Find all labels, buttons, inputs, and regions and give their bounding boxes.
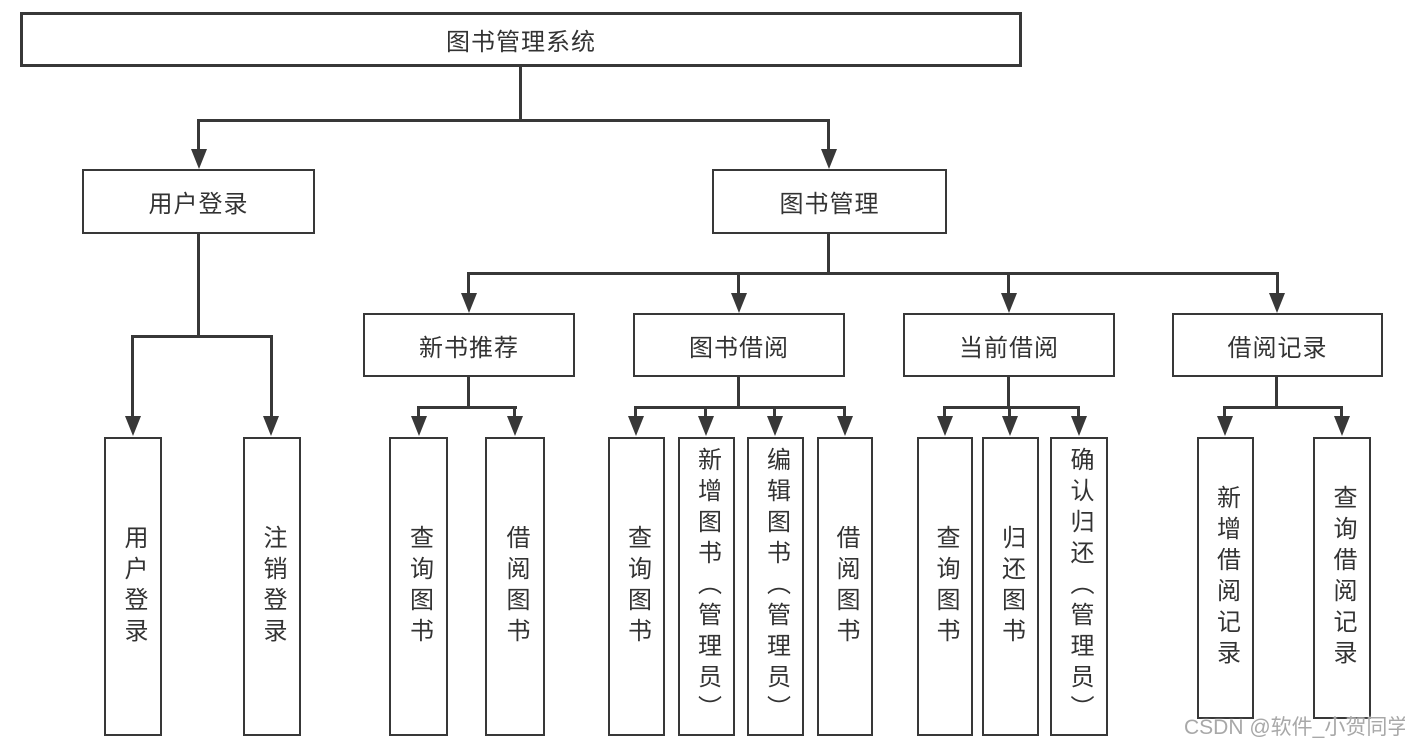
connector-leaf-arm [131, 335, 134, 417]
leaf-borrow-books-recommend: 借阅图书 [485, 437, 545, 736]
node-book-borrow-label: 图书借阅 [689, 334, 789, 362]
leaf-add-borrow-record-label: 新增借阅记录 [1212, 485, 1240, 671]
leaf-user-login-label: 用户登录 [120, 524, 147, 649]
connector-borrow-records-branch [1223, 406, 1343, 409]
leaf-confirm-return-admin-label: 确认归还（管理员） [1066, 447, 1093, 726]
leaf-edit-books-admin-label: 编辑图书（管理员） [762, 447, 790, 726]
node-new-book-recommend: 新书推荐 [363, 313, 575, 377]
arrow-down-icon [191, 149, 207, 169]
arrow-down-icon [1002, 416, 1018, 436]
arrow-down-icon [1334, 416, 1350, 436]
arrow-down-icon [628, 416, 644, 436]
arrow-down-icon [411, 416, 427, 436]
node-user-login: 用户登录 [82, 169, 315, 234]
connector-level3-arm [1007, 272, 1010, 294]
watermark-text: CSDN @软件_小贺同学 [1184, 716, 1405, 739]
connector-book-mgmt-branch [468, 272, 1279, 275]
arrow-down-icon [1269, 293, 1285, 313]
arrow-down-icon [937, 416, 953, 436]
arrow-down-icon [821, 149, 837, 169]
connector-book-mgmt-stem [827, 234, 830, 275]
leaf-query-borrow-record-label: 查询借阅记录 [1329, 485, 1356, 671]
leaf-query-borrow-record: 查询借阅记录 [1313, 437, 1371, 719]
connector-leaf-arm [943, 406, 946, 418]
leaf-logout-label: 注销登录 [259, 524, 286, 649]
arrow-down-icon [507, 416, 523, 436]
arrow-down-icon [125, 416, 141, 436]
connector-user-login-branch [132, 335, 273, 338]
node-borrow-records-label: 借阅记录 [1227, 334, 1328, 362]
node-current-borrow: 当前借阅 [903, 313, 1115, 377]
node-new-book-recommend-label: 新书推荐 [419, 334, 519, 362]
leaf-logout: 注销登录 [243, 437, 301, 736]
arrow-down-icon [767, 416, 783, 436]
connector-leaf-arm [417, 406, 420, 418]
connector-current-borrow-stem [1007, 377, 1010, 409]
connector-current-borrow-branch [943, 406, 1080, 409]
connector-leaf-arm [773, 406, 776, 418]
connector-leaf-arm [704, 406, 707, 418]
leaf-borrow-books: 借阅图书 [817, 437, 873, 736]
leaf-query-books-borrow-label: 查询图书 [623, 524, 651, 649]
leaf-edit-books-admin: 编辑图书（管理员） [747, 437, 804, 736]
leaf-query-books-recommend-label: 查询图书 [405, 524, 433, 649]
leaf-query-books-current: 查询图书 [917, 437, 973, 736]
connector-level3-arm [737, 272, 740, 294]
arrow-down-icon [1001, 293, 1017, 313]
connector-new-books-stem [467, 377, 470, 409]
node-user-login-label: 用户登录 [148, 191, 249, 218]
connector-leaf-arm [634, 406, 637, 418]
leaf-user-login: 用户登录 [104, 437, 162, 736]
leaf-return-books-label: 归还图书 [997, 524, 1025, 649]
connector-leaf-arm [1340, 406, 1343, 418]
leaf-borrow-books-recommend-label: 借阅图书 [502, 524, 529, 649]
connector-user-login-arm [197, 119, 200, 151]
connector-new-books-branch [417, 406, 517, 409]
leaf-return-books: 归还图书 [982, 437, 1039, 736]
leaf-confirm-return-admin: 确认归还（管理员） [1050, 437, 1108, 736]
arrow-down-icon [461, 293, 477, 313]
connector-root-branch [198, 119, 830, 122]
connector-leaf-arm [843, 406, 846, 418]
connector-book-borrow-stem [737, 377, 740, 409]
connector-leaf-arm [1008, 406, 1011, 418]
connector-level3-arm [1276, 272, 1279, 294]
connector-level3-arm [467, 272, 470, 294]
leaf-add-books-admin: 新增图书（管理员） [678, 437, 735, 736]
arrow-down-icon [1217, 416, 1233, 436]
connector-leaf-arm [1077, 406, 1080, 418]
node-root-label: 图书管理系统 [446, 29, 596, 56]
arrow-down-icon [1071, 416, 1087, 436]
arrow-down-icon [698, 416, 714, 436]
node-borrow-records: 借阅记录 [1172, 313, 1383, 377]
leaf-query-books-recommend: 查询图书 [389, 437, 448, 736]
connector-user-login-stem [197, 234, 200, 335]
connector-root-stem [519, 67, 522, 120]
connector-book-mgmt-arm [827, 119, 830, 151]
node-root: 图书管理系统 [20, 12, 1022, 67]
leaf-add-books-admin-label: 新增图书（管理员） [693, 447, 721, 726]
arrow-down-icon [837, 416, 853, 436]
arrow-down-icon [731, 293, 747, 313]
arrow-down-icon [263, 416, 279, 436]
leaf-query-books-borrow: 查询图书 [608, 437, 665, 736]
leaf-borrow-books-label: 借阅图书 [832, 524, 859, 649]
node-book-borrow: 图书借阅 [633, 313, 845, 377]
node-current-borrow-label: 当前借阅 [959, 334, 1059, 362]
connector-borrow-records-stem [1275, 377, 1278, 409]
node-book-management: 图书管理 [712, 169, 947, 234]
node-book-management-label: 图书管理 [779, 191, 880, 218]
connector-leaf-arm [270, 335, 273, 417]
connector-leaf-arm [513, 406, 516, 418]
leaf-query-books-current-label: 查询图书 [932, 524, 959, 649]
connector-leaf-arm [1223, 406, 1226, 418]
connector-book-borrow-branch [634, 406, 846, 409]
leaf-add-borrow-record: 新增借阅记录 [1197, 437, 1254, 719]
